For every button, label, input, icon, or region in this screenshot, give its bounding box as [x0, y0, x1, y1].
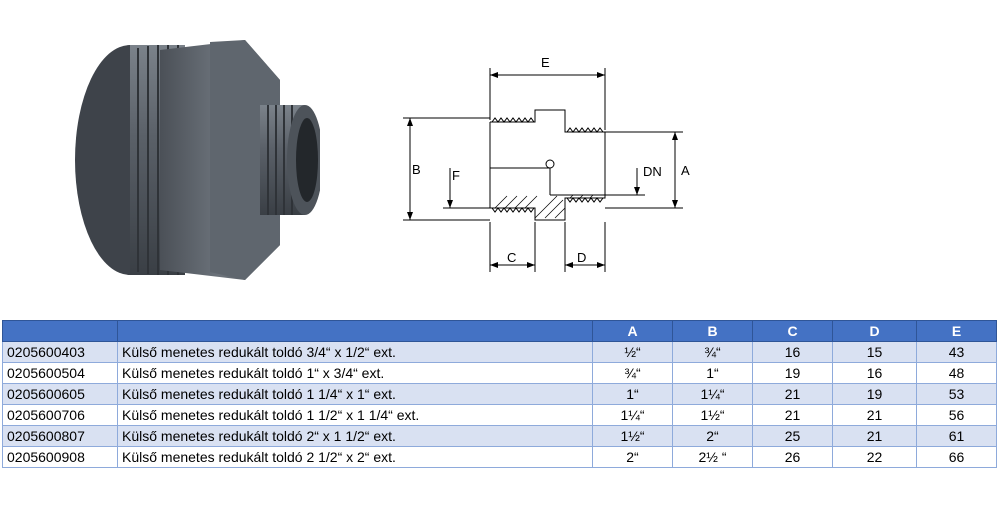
cell-a: 1½“ — [592, 425, 673, 447]
cell-description: Külső menetes redukált toldó 1 1/4“ x 1“… — [117, 383, 593, 405]
cell-e: 56 — [916, 404, 997, 426]
cell-d: 16 — [832, 362, 917, 384]
cell-e: 53 — [916, 383, 997, 405]
cell-d: 21 — [832, 425, 917, 447]
cell-d: 21 — [832, 404, 917, 426]
label-a: A — [681, 163, 690, 178]
header-description — [117, 320, 593, 342]
cell-b: 2½ “ — [672, 446, 753, 468]
cell-b: 1½“ — [672, 404, 753, 426]
header-d: D — [832, 320, 917, 342]
table-header-row: A B C D E — [2, 320, 997, 342]
cell-c: 26 — [752, 446, 833, 468]
label-b: B — [412, 162, 421, 177]
cell-a: 2“ — [592, 446, 673, 468]
cell-c: 21 — [752, 383, 833, 405]
cell-code: 0205600403 — [2, 341, 118, 363]
label-d: D — [577, 250, 586, 265]
cell-a: ¾“ — [592, 362, 673, 384]
cell-e: 61 — [916, 425, 997, 447]
cell-b: ¾“ — [672, 341, 753, 363]
cell-description: Külső menetes redukált toldó 1“ x 3/4“ e… — [117, 362, 593, 384]
cell-e: 43 — [916, 341, 997, 363]
cell-a: 1“ — [592, 383, 673, 405]
table-row: 0205600605 Külső menetes redukált toldó … — [2, 383, 997, 405]
table-row: 0205600504 Külső menetes redukált toldó … — [2, 362, 997, 384]
label-e: E — [541, 55, 550, 70]
cell-description: Külső menetes redukált toldó 2“ x 1 1/2“… — [117, 425, 593, 447]
cell-description: Külső menetes redukált toldó 2 1/2“ x 2“… — [117, 446, 593, 468]
cell-b: 1“ — [672, 362, 753, 384]
cell-d: 15 — [832, 341, 917, 363]
header-e: E — [916, 320, 997, 342]
cell-e: 66 — [916, 446, 997, 468]
cell-c: 21 — [752, 404, 833, 426]
product-photo — [75, 40, 320, 280]
cell-d: 22 — [832, 446, 917, 468]
cell-a: 1¼“ — [592, 404, 673, 426]
cell-b: 1¼“ — [672, 383, 753, 405]
cell-a: ½“ — [592, 341, 673, 363]
header-code — [2, 320, 118, 342]
cell-code: 0205600504 — [2, 362, 118, 384]
cell-description: Külső menetes redukált toldó 3/4“ x 1/2“… — [117, 341, 593, 363]
cell-c: 25 — [752, 425, 833, 447]
header-c: C — [752, 320, 833, 342]
header-b: B — [672, 320, 753, 342]
label-f: F — [452, 168, 460, 183]
header-a: A — [592, 320, 673, 342]
cell-c: 16 — [752, 341, 833, 363]
table-row: 0205600807 Külső menetes redukált toldó … — [2, 425, 997, 447]
cell-d: 19 — [832, 383, 917, 405]
spec-table: A B C D E 0205600403 Külső menetes reduk… — [2, 320, 997, 468]
dimension-drawing: E B F DN A C D — [403, 55, 690, 272]
cell-code: 0205600908 — [2, 446, 118, 468]
cell-e: 48 — [916, 362, 997, 384]
table-row: 0205600908 Külső menetes redukált toldó … — [2, 446, 997, 468]
cell-code: 0205600605 — [2, 383, 118, 405]
table-row: 0205600403 Külső menetes redukált toldó … — [2, 341, 997, 363]
label-dn: DN — [643, 164, 662, 179]
table-row: 0205600706 Külső menetes redukált toldó … — [2, 404, 997, 426]
label-c: C — [507, 250, 516, 265]
cell-b: 2“ — [672, 425, 753, 447]
cell-code: 0205600706 — [2, 404, 118, 426]
cell-code: 0205600807 — [2, 425, 118, 447]
cell-c: 19 — [752, 362, 833, 384]
cell-description: Külső menetes redukált toldó 1 1/2“ x 1 … — [117, 404, 593, 426]
